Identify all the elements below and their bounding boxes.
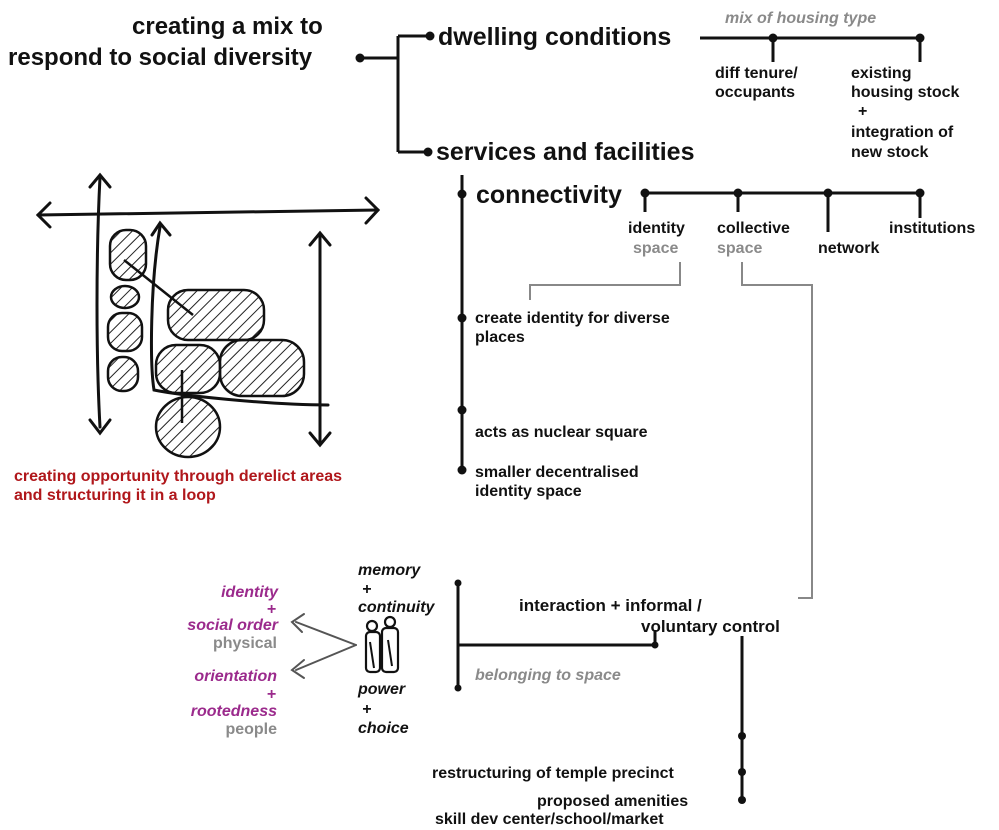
stock-plus: + bbox=[858, 103, 868, 120]
temple-precinct-label: restructuring of temple precinct bbox=[432, 765, 674, 782]
belonging-label: belonging to space bbox=[475, 667, 621, 684]
root-line1: creating a mix to bbox=[132, 13, 323, 40]
nuclear-square-label: acts as nuclear square bbox=[475, 424, 648, 441]
stock-line1: existing bbox=[851, 65, 912, 82]
loop-sketch bbox=[35, 172, 381, 459]
stock-line2: housing stock bbox=[851, 84, 960, 101]
smaller-identity-line2: identity space bbox=[475, 483, 582, 500]
identity-space-line2: space bbox=[633, 240, 679, 257]
stock-line4: integration of bbox=[851, 124, 954, 141]
identity-group-line3: social order bbox=[187, 617, 278, 634]
continuity-label: continuity bbox=[358, 599, 435, 616]
identity-space-line1: identity bbox=[628, 220, 685, 237]
connectivity-label: connectivity bbox=[476, 181, 622, 209]
amenities-line1: proposed amenities bbox=[537, 793, 689, 810]
identity-group-plus: + bbox=[266, 601, 276, 618]
amenities-line2: skill dev center/school/market bbox=[435, 811, 664, 828]
collective-space-line2: space bbox=[717, 240, 763, 257]
stock-line5: new stock bbox=[851, 144, 929, 161]
collective-space-line1: collective bbox=[717, 220, 790, 237]
physical-label: physical bbox=[212, 635, 277, 652]
tenure-line1: diff tenure/ bbox=[715, 65, 798, 82]
choice-label: choice bbox=[358, 720, 409, 737]
memory-label: memory bbox=[358, 562, 421, 579]
power-label: power bbox=[358, 681, 406, 698]
figures-sketch bbox=[290, 613, 400, 679]
interaction-line1: interaction + informal / bbox=[519, 596, 702, 615]
orientation-group-line1: orientation bbox=[194, 668, 277, 685]
services-facilities-label: services and facilities bbox=[436, 138, 695, 166]
identity-group-line1: identity bbox=[221, 584, 278, 601]
dwelling-conditions-label: dwelling conditions bbox=[438, 23, 672, 51]
mix-of-housing-label: mix of housing type bbox=[725, 10, 877, 27]
create-identity-line2: places bbox=[475, 329, 525, 346]
root-line2: respond to social diversity bbox=[8, 44, 313, 71]
tenure-line2: occupants bbox=[715, 84, 796, 101]
orientation-group-plus: + bbox=[266, 686, 276, 703]
memory-plus: + bbox=[362, 581, 372, 598]
interaction-line2: voluntary control bbox=[641, 617, 780, 636]
network-label: network bbox=[818, 240, 880, 257]
institutions-label: institutions bbox=[889, 220, 976, 237]
power-plus: + bbox=[362, 701, 372, 718]
sketch-caption-line2: and structuring it in a loop bbox=[14, 487, 216, 504]
smaller-identity-line1: smaller decentralised bbox=[475, 464, 639, 481]
create-identity-line1: create identity for diverse bbox=[475, 310, 670, 327]
people-label: people bbox=[225, 721, 277, 738]
orientation-group-line3: rootedness bbox=[190, 703, 277, 720]
sketch-caption-line1: creating opportunity through derelict ar… bbox=[14, 468, 343, 485]
